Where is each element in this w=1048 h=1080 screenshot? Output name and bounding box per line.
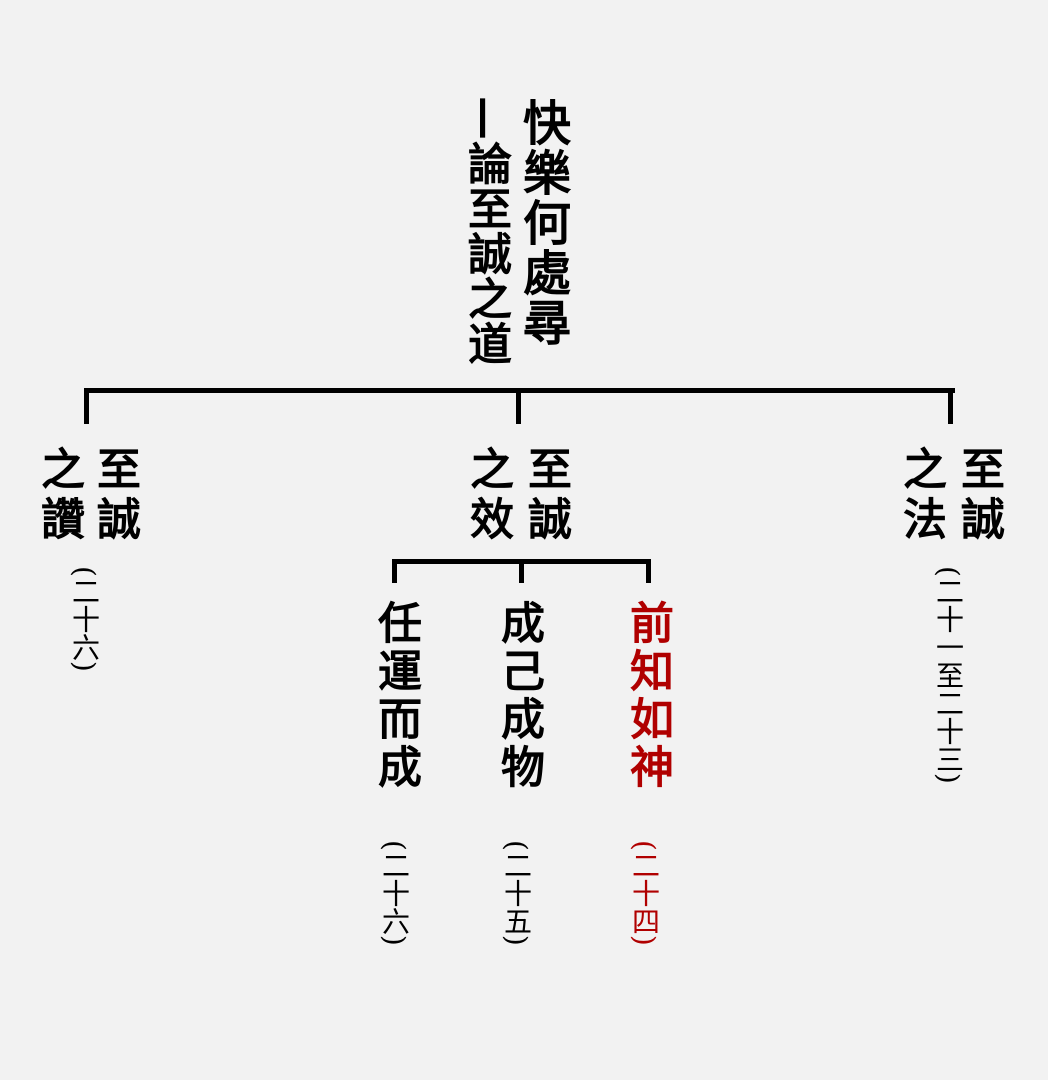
sub-node-2-label: 成己成物 (493, 600, 544, 792)
connector-sub-drop-3 (646, 559, 651, 583)
diagram-subtitle: —論至誠之道 (460, 96, 511, 366)
connector-right-drop (948, 388, 953, 424)
diagram-title: 快樂何處尋 (514, 98, 570, 348)
sub-node-1-label: 任運而成 (370, 600, 421, 792)
connector-sub-drop-1 (392, 559, 397, 583)
branch-left-ref: (二十六) (68, 566, 101, 672)
sub-node-2-ref: (二十五) (500, 840, 533, 946)
sub-node-1-ref: (二十六) (378, 840, 411, 946)
branch-right-col2: 之法 (895, 446, 946, 546)
branch-right-ref: (二十一至二十三) (932, 566, 965, 784)
connector-middle-drop (516, 388, 521, 424)
branch-left-col1: 至誠 (89, 446, 140, 546)
branch-right-col1: 至誠 (953, 446, 1004, 546)
branch-middle-col2: 之效 (462, 446, 513, 546)
sub-node-3-ref: (二十四) (628, 840, 661, 946)
branch-middle-col1: 至誠 (520, 446, 571, 546)
sub-node-3-label: 前知如神 (622, 600, 673, 792)
connector-sub-drop-2 (519, 559, 524, 583)
connector-left-drop (84, 388, 89, 424)
branch-left-col2: 之讚 (33, 446, 84, 546)
